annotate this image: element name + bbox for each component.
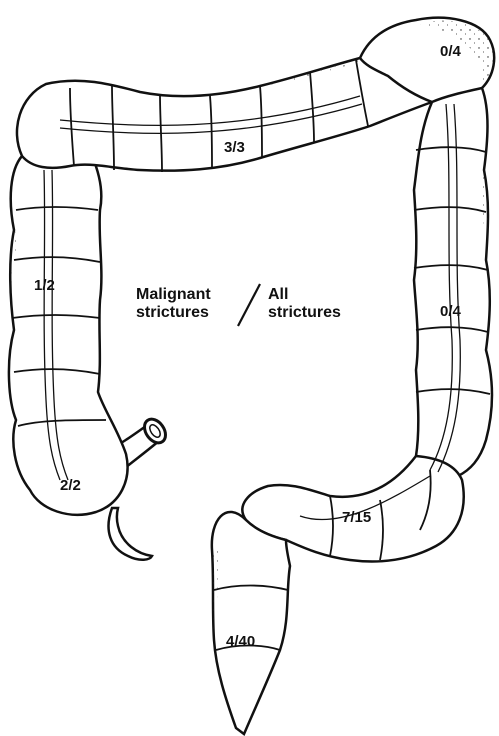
label-sigmoid: 7/15 — [342, 510, 371, 525]
appendix — [109, 508, 152, 560]
label-descending: 0/4 — [440, 304, 461, 319]
legend-denominator-line1: All — [268, 286, 341, 304]
label-splenic-flexure: 0/4 — [440, 44, 461, 59]
ascending-colon — [9, 156, 128, 515]
rectum — [212, 512, 290, 734]
label-cecum: 2/2 — [60, 478, 81, 493]
label-transverse: 3/3 — [224, 140, 245, 155]
legend-slash — [232, 282, 266, 328]
legend-denominator-line2: strictures — [268, 304, 341, 322]
legend-numerator-line1: Malignant — [136, 286, 211, 304]
label-ascending: 1/2 — [34, 278, 55, 293]
legend-numerator: Malignant strictures — [136, 286, 211, 323]
legend-numerator-line2: strictures — [136, 304, 211, 322]
legend-denominator: All strictures — [268, 286, 341, 323]
label-rectum: 4/40 — [226, 634, 255, 649]
